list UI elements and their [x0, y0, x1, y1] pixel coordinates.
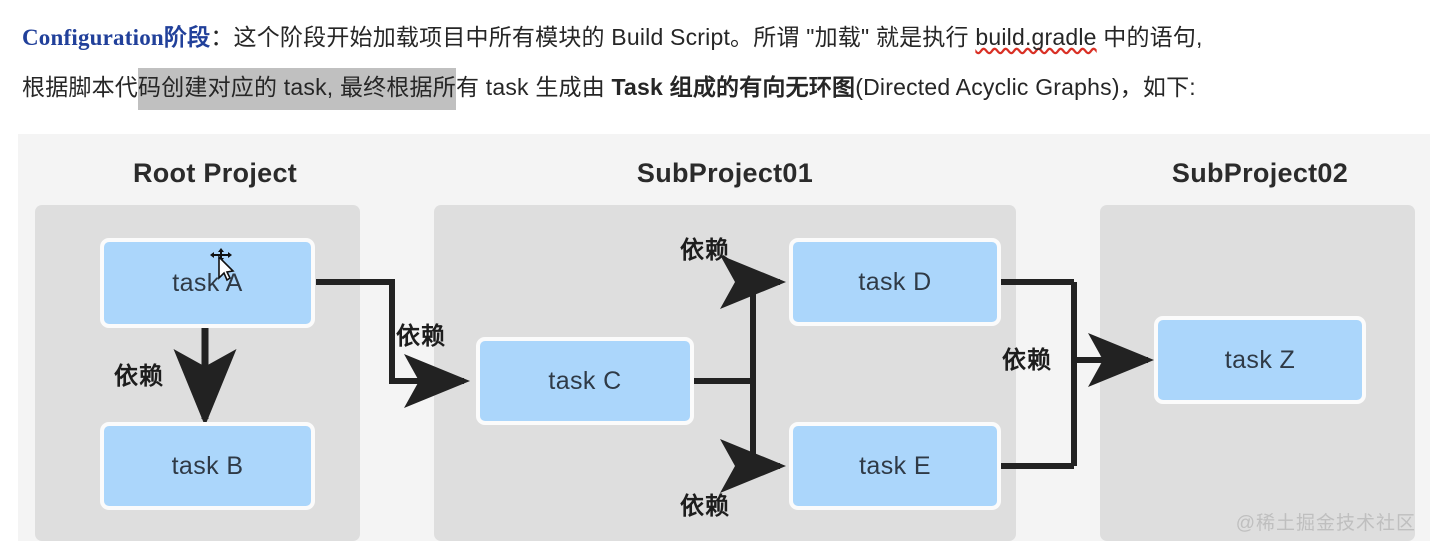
edge-label-c-to-d: 依赖 [680, 237, 730, 264]
dag-diagram-image[interactable]: Root Project SubProject01 SubProject02 [18, 134, 1430, 541]
edge-label-a-to-b: 依赖 [114, 363, 164, 390]
task-node-e-label: task E [859, 451, 931, 480]
task-node-z[interactable]: task Z [1154, 316, 1366, 404]
task-node-b-label: task B [171, 451, 244, 480]
edge-label-c-to-e: 依赖 [680, 493, 730, 520]
task-node-d[interactable]: task D [789, 238, 1001, 326]
line1-segment-a: 这个阶段开始加载项目中所有模块的 Build Script。所谓 "加载" 就是… [233, 24, 976, 50]
line2-bold-phrase: Task 组成的有向无环图 [611, 74, 856, 100]
move-cursor-icon [208, 246, 242, 284]
task-node-z-label: task Z [1224, 345, 1296, 374]
edge-label-a-to-c: 依赖 [396, 323, 446, 350]
project-title-subproject02: SubProject02 [1171, 158, 1349, 188]
task-node-d-label: task D [858, 267, 932, 296]
line1-segment-b: 中的语句, [1096, 24, 1203, 50]
line2-segment-a: 根据脚本代 [22, 74, 138, 100]
task-node-a-label: task A [172, 268, 243, 297]
watermark-text: @稀土掘金技术社区 [1235, 513, 1416, 534]
project-title-root: Root Project [132, 158, 298, 188]
paragraph-line-1: Configuration阶段：这个阶段开始加载项目中所有模块的 Build S… [22, 18, 1203, 52]
task-node-b[interactable]: task B [100, 422, 315, 510]
task-node-c-label: task C [548, 366, 622, 395]
project-title-subproject01: SubProject01 [636, 158, 814, 188]
paragraph-line-2: 根据脚本代码创建对应的 task, 最终根据所有 task 生成由 Task 组… [22, 68, 1196, 110]
line2-segment-b: 有 task 生成由 [455, 74, 612, 100]
keyword-configuration: Configuration [22, 25, 164, 50]
code-token-build-gradle: build.gradle [975, 24, 1097, 50]
line2-segment-c: (Directed Acyclic Graphs)，如下: [855, 74, 1196, 100]
task-node-a[interactable]: task A [100, 238, 315, 328]
article-text-block: Configuration阶段：这个阶段开始加载项目中所有模块的 Build S… [0, 0, 1454, 122]
keyword-phase-cjk: 阶段 [163, 24, 211, 50]
task-node-c[interactable]: task C [476, 337, 694, 425]
task-node-e[interactable]: task E [789, 422, 1001, 510]
line1-colon: ： [210, 24, 234, 50]
edge-label-de-to-z: 依赖 [1002, 347, 1052, 374]
text-selection-highlight[interactable]: 码创建对应的 task, 最终根据所 [138, 68, 456, 110]
